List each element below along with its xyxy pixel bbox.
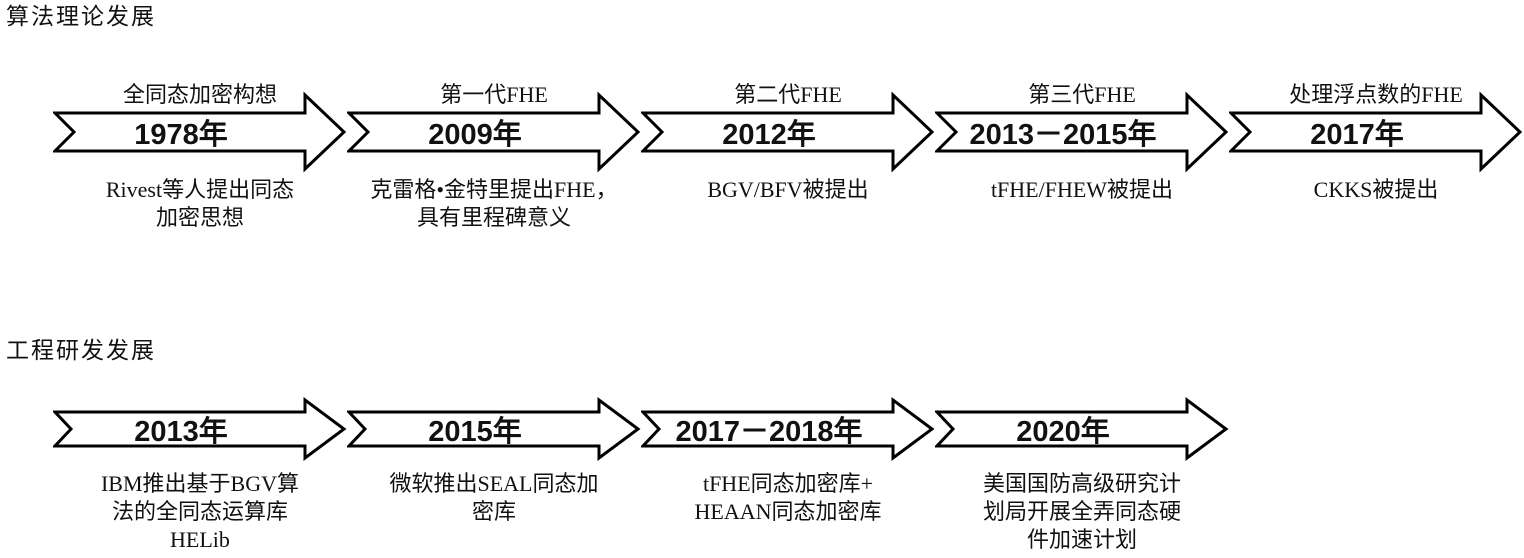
timeline-arrow-segment: 2009年	[347, 88, 641, 176]
block-arrow-icon	[641, 91, 935, 173]
milestone-label: 第一代FHE	[440, 82, 548, 107]
block-arrow-icon	[935, 397, 1229, 461]
milestone-description: CKKS被提出	[1313, 177, 1439, 202]
milestone-description: Rivest等人提出同态 加密思想	[105, 177, 295, 230]
section-title-theory: 算法理论发展	[6, 4, 156, 29]
milestone-year: 2015年	[428, 416, 522, 448]
milestone-description: IBM推出基于BGV算 法的全同态运算库 HELib	[100, 471, 299, 552]
timeline-arrow-segment: 2012年	[641, 88, 935, 176]
milestone-description: 克雷格•金特里提出FHE， 具有里程碑意义	[370, 177, 618, 230]
block-arrow-icon	[347, 397, 641, 461]
milestone-description: 微软推出SEAL同态加 密库	[389, 471, 599, 524]
milestone-label: 全同态加密构想	[122, 82, 277, 107]
milestone-description: BGV/BFV被提出	[707, 177, 869, 202]
milestone-label: 处理浮点数的FHE	[1289, 82, 1463, 107]
milestone-year: 2013－2015年	[969, 119, 1157, 151]
timeline-arrow-segment: 2017－2018年	[641, 397, 935, 461]
milestone-year: 2013年	[134, 416, 228, 448]
timeline-arrow-segment: 1978年	[53, 88, 347, 176]
timeline-arrow-segment: 2013年	[53, 397, 347, 461]
block-arrow-icon	[347, 91, 641, 173]
block-arrow-icon	[935, 91, 1229, 173]
milestone-year: 2017年	[1310, 119, 1404, 151]
section-title-engineering: 工程研发发展	[6, 338, 156, 363]
milestone-year: 2009年	[428, 119, 522, 151]
milestone-year: 2012年	[722, 119, 816, 151]
timeline-arrow-segment: 2017年	[1229, 88, 1523, 176]
milestone-label: 第三代FHE	[1028, 82, 1136, 107]
block-arrow-icon	[641, 397, 935, 461]
block-arrow-icon	[53, 91, 347, 173]
block-arrow-icon	[1229, 91, 1523, 173]
block-arrow-icon	[53, 397, 347, 461]
milestone-year: 2017－2018年	[675, 416, 863, 448]
milestone-year: 2020年	[1016, 416, 1110, 448]
timeline-arrow-segment: 2013－2015年	[935, 88, 1229, 176]
milestone-description: tFHE/FHEW被提出	[990, 177, 1174, 202]
milestone-year: 1978年	[134, 119, 228, 151]
milestone-description: 美国国防高级研究计 划局开展全弄同态硬 件加速计划	[982, 471, 1181, 552]
milestone-label: 第二代FHE	[734, 82, 842, 107]
timeline-arrow-segment: 2015年	[347, 397, 641, 461]
timeline-arrow-segment: 2020年	[935, 397, 1229, 461]
milestone-description: tFHE同态加密库+ HEAAN同态加密库	[694, 471, 882, 524]
